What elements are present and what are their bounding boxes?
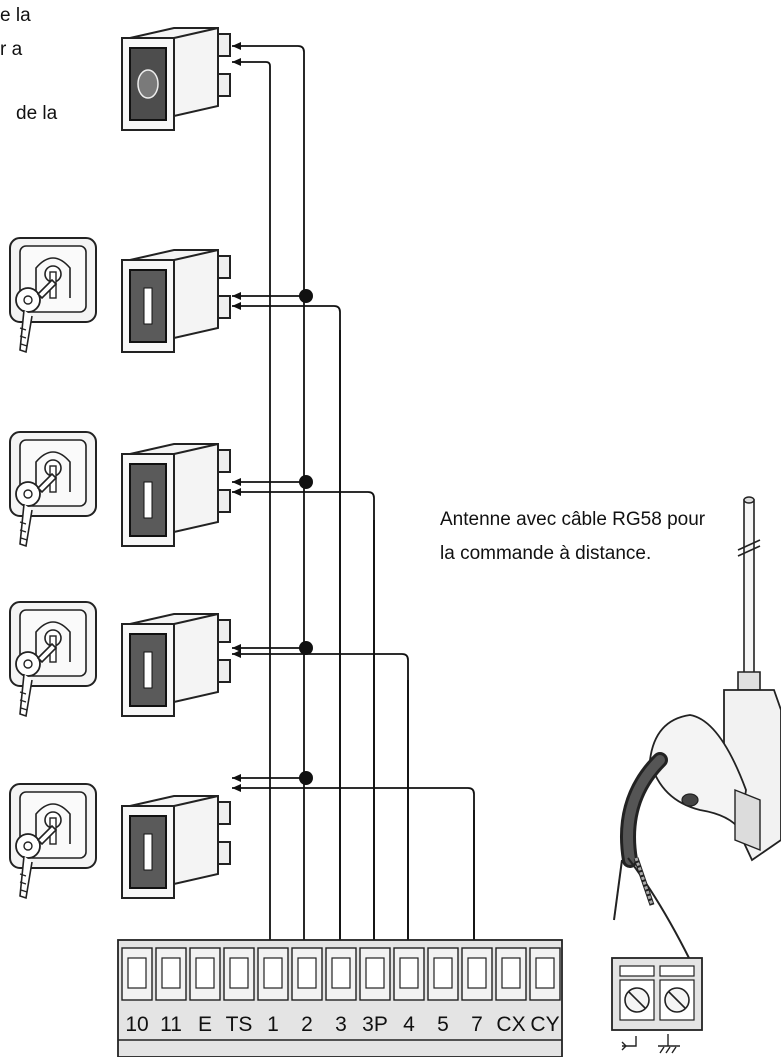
terminal-slot [291,947,323,1001]
terminal-slot [359,947,391,1001]
junction-dot [299,771,313,785]
terminal-label: 1 [267,1013,279,1036]
terminal-label: 4 [403,1013,415,1036]
junction-dot [299,475,313,489]
terminal-label: 3 [335,1013,347,1036]
antenna-terminal-block [611,957,703,1054]
push-button-2 [121,443,231,547]
antenna-caption-line2: la commande à distance. [440,543,652,564]
terminal-slot [529,947,561,1001]
top-push-button [121,27,231,131]
terminal-slot [461,947,493,1001]
wire-junctions [299,289,313,785]
key-selector-1 [9,237,97,353]
terminal-slot [189,947,221,1001]
terminal-label: 10 [125,1013,148,1036]
left-text-line3: de la [16,103,58,124]
left-text-line1: e la [0,5,31,26]
wires [232,42,478,958]
ground-icon [658,1034,680,1054]
terminal-label: CY [530,1013,559,1036]
terminal-slot [121,947,153,1001]
key-selector-3 [9,601,97,717]
push-button-1 [121,249,231,353]
junction-dot [299,289,313,303]
push-button-4 [121,795,231,899]
terminal-slot [393,947,425,1001]
terminal-label: 3P [362,1013,388,1036]
signal-icon [621,1036,637,1051]
terminal-slot [325,947,357,1001]
terminal-label: 7 [471,1013,483,1036]
antenna [613,496,781,961]
terminal-slot [495,947,527,1001]
terminal-label: E [198,1013,212,1036]
terminal-label: 5 [437,1013,449,1036]
left-text-line2: r a [0,39,23,60]
terminal-slot [427,947,459,1001]
key-selector-2 [9,431,97,547]
terminal-slot [257,947,289,1001]
key-selector-4 [9,783,97,899]
terminal-label: TS [226,1013,253,1036]
terminal-label: CX [496,1013,525,1036]
terminal-slot [155,947,187,1001]
junction-dot [299,641,313,655]
antenna-caption-line1: Antenne avec câble RG58 pour [440,509,706,530]
terminal-slot [223,947,255,1001]
terminal-label: 2 [301,1013,313,1036]
terminal-label: 11 [160,1013,182,1036]
push-button-3 [121,613,231,717]
